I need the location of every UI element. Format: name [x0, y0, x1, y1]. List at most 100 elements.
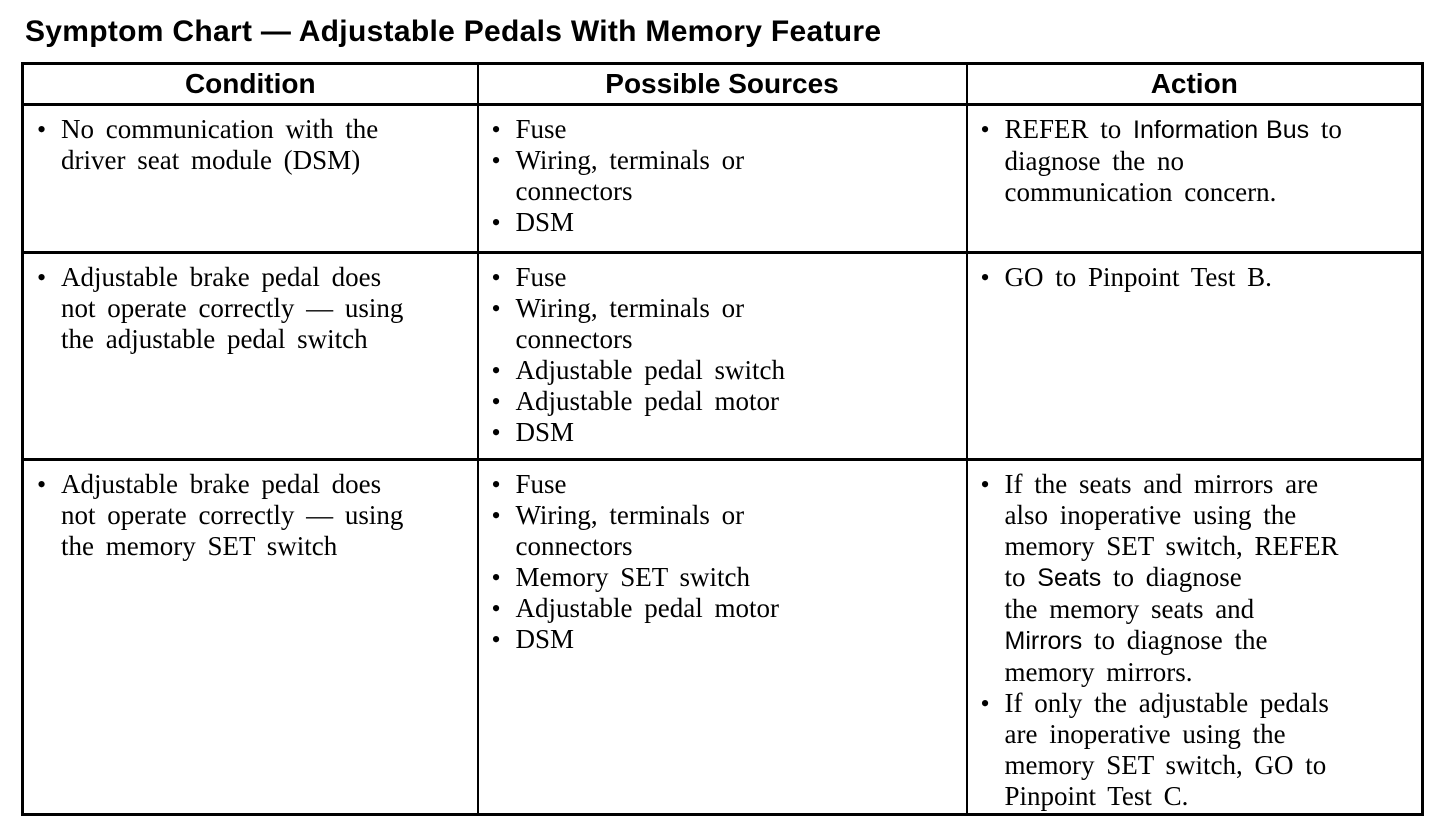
list-item-text: Adjustable brake pedal does not operate … — [61, 469, 473, 562]
list-item: • Adjustable pedal motor — [479, 386, 962, 417]
text-run: Fuse — [515, 469, 567, 499]
text-run: Adjustable pedal motor — [515, 386, 779, 416]
condition-list: • Adjustable brake pedal does not operate… — [24, 469, 473, 562]
list-item-text: No communication with the driver seat mo… — [61, 114, 473, 176]
bullet-icon: • — [491, 115, 501, 144]
list-item: • Wiring, terminals or connectors — [479, 293, 962, 355]
text-run: Fuse — [515, 262, 567, 292]
text-run: DSM — [515, 207, 575, 237]
cell-condition: • No communication with the driver seat m… — [21, 103, 479, 254]
text-run: Adjustable brake pedal does not operate … — [61, 262, 404, 354]
list-item: •GO to Pinpoint Test B. — [968, 262, 1418, 293]
bullet-icon: • — [980, 470, 990, 499]
list-item: • REFER to Information Bus to diagnose th… — [968, 114, 1418, 208]
text-run: DSM — [515, 417, 575, 447]
condition-list: • No communication with the driver seat m… — [24, 114, 473, 176]
list-item-text: Wiring, terminals or connectors — [516, 145, 962, 207]
bullet-icon: • — [491, 294, 501, 323]
cell-action: • If the seats and mirrors are also inope… — [965, 458, 1424, 816]
list-item-text: GO to Pinpoint Test B. — [1005, 262, 1418, 293]
text-run: REFER to — [1004, 114, 1134, 144]
text-run: to diagnose the no communication concern… — [1004, 114, 1342, 207]
list-item: • If the seats and mirrors are also inope… — [968, 469, 1418, 688]
bullet-icon: • — [491, 356, 501, 385]
bullet-icon: • — [491, 501, 501, 530]
list-item: • Adjustable pedal switch — [479, 355, 962, 386]
text-run: Wiring, terminals or connectors — [515, 145, 745, 206]
bullet-icon: • — [491, 418, 501, 447]
bullet-icon: • — [491, 594, 501, 623]
list-item-text: Fuse — [516, 469, 962, 500]
cell-possible-sources: • Fuse • Wiring, terminals or connectors • DS… — [476, 103, 968, 254]
cell-condition: • Adjustable brake pedal does not operate… — [21, 251, 479, 461]
text-run: to diagnose the memory mirrors. — [1004, 625, 1268, 687]
table-row: • Adjustable brake pedal does not operate… — [21, 458, 1424, 816]
text-run: GO to Pinpoint Test B. — [1004, 262, 1272, 292]
bullet-icon: • — [980, 115, 990, 144]
condition-list: • Adjustable brake pedal does not operate… — [24, 262, 473, 355]
list-item-text: If the seats and mirrors are also inoper… — [1005, 469, 1418, 688]
header-row: Condition Possible Sources Action — [21, 62, 1424, 106]
column-header-condition: Condition — [21, 62, 479, 106]
text-run: to diagnose the memory seats and — [1004, 562, 1255, 624]
list-item-text: Wiring, terminals or connectors — [516, 500, 962, 562]
bullet-icon: • — [491, 563, 501, 592]
bullet-icon: • — [491, 387, 501, 416]
list-item: • Wiring, terminals or connectors — [479, 500, 962, 562]
text-run: DSM — [515, 624, 575, 654]
list-item-text: If only the adjustable pedals are inoper… — [1005, 688, 1418, 812]
text-run: Mirrors — [1004, 627, 1083, 655]
cell-action: • REFER to Information Bus to diagnose th… — [965, 103, 1424, 254]
bullet-icon: • — [37, 263, 47, 292]
text-run: Adjustable pedal switch — [515, 355, 785, 385]
list-item: • Wiring, terminals or connectors — [479, 145, 962, 207]
list-item: • Adjustable pedal motor — [479, 593, 962, 624]
list-item-text: Adjustable pedal motor — [516, 386, 962, 417]
bullet-icon: • — [37, 115, 47, 144]
text-run: Fuse — [515, 114, 567, 144]
text-run: Memory SET switch — [515, 562, 751, 592]
list-item: • Fuse — [479, 469, 962, 500]
list-item-text: REFER to Information Bus to diagnose the… — [1005, 114, 1418, 208]
text-run: Seats — [1037, 564, 1102, 592]
list-item: • Fuse — [479, 114, 962, 145]
list-item: • Memory SET switch — [479, 562, 962, 593]
text-run: If the seats and mirrors are also inoper… — [1004, 469, 1339, 592]
text-run: Adjustable pedal motor — [515, 593, 779, 623]
list-item-text: DSM — [516, 207, 962, 238]
cell-action: •GO to Pinpoint Test B. — [965, 251, 1424, 461]
list-item-text: Fuse — [516, 114, 962, 145]
bullet-icon: • — [491, 146, 501, 175]
sources-list: • Fuse • Wiring, terminals or connectors • DS… — [479, 114, 962, 238]
list-item: •If only the adjustable pedals are inope… — [968, 688, 1418, 812]
sources-list: •Fuse•Wiring, terminals or connectors•Ad… — [479, 262, 962, 448]
list-item: • DSM — [479, 207, 962, 238]
bullet-icon: • — [491, 208, 501, 237]
list-item-text: Adjustable pedal switch — [516, 355, 962, 386]
cell-condition: • Adjustable brake pedal does not operate… — [21, 458, 479, 816]
list-item: • Adjustable brake pedal does not operate… — [24, 469, 473, 562]
list-item: • Adjustable brake pedal does not operate… — [24, 262, 473, 355]
text-run: Information Bus — [1133, 116, 1310, 144]
bullet-icon: • — [491, 625, 501, 654]
list-item-text: Adjustable brake pedal does not operate … — [61, 262, 473, 355]
symptom-chart-table: Condition Possible Sources Action • No co… — [21, 62, 1424, 816]
column-header-possible-sources: Possible Sources — [476, 62, 968, 106]
text-run: Adjustable brake pedal does not operate … — [61, 469, 404, 561]
text-run: No communication with the driver seat mo… — [61, 114, 379, 175]
cell-possible-sources: • Fuse • Wiring, terminals or connectors • Me… — [476, 458, 968, 816]
list-item-text: Memory SET switch — [516, 562, 962, 593]
table-row: • Adjustable brake pedal does not operate… — [21, 251, 1424, 461]
list-item: • DSM — [479, 624, 962, 655]
list-item: •Fuse — [479, 262, 962, 293]
list-item-text: Wiring, terminals or connectors — [516, 293, 962, 355]
list-item-text: DSM — [516, 624, 962, 655]
list-item-text: DSM — [516, 417, 962, 448]
sources-list: • Fuse • Wiring, terminals or connectors • Me… — [479, 469, 962, 655]
bullet-icon: • — [37, 470, 47, 499]
bullet-icon: • — [491, 470, 501, 499]
action-list: • If the seats and mirrors are also inope… — [968, 469, 1418, 812]
table-row: • No communication with the driver seat m… — [21, 103, 1424, 254]
cell-possible-sources: •Fuse•Wiring, terminals or connectors•Ad… — [476, 251, 968, 461]
list-item-text: Adjustable pedal motor — [516, 593, 962, 624]
